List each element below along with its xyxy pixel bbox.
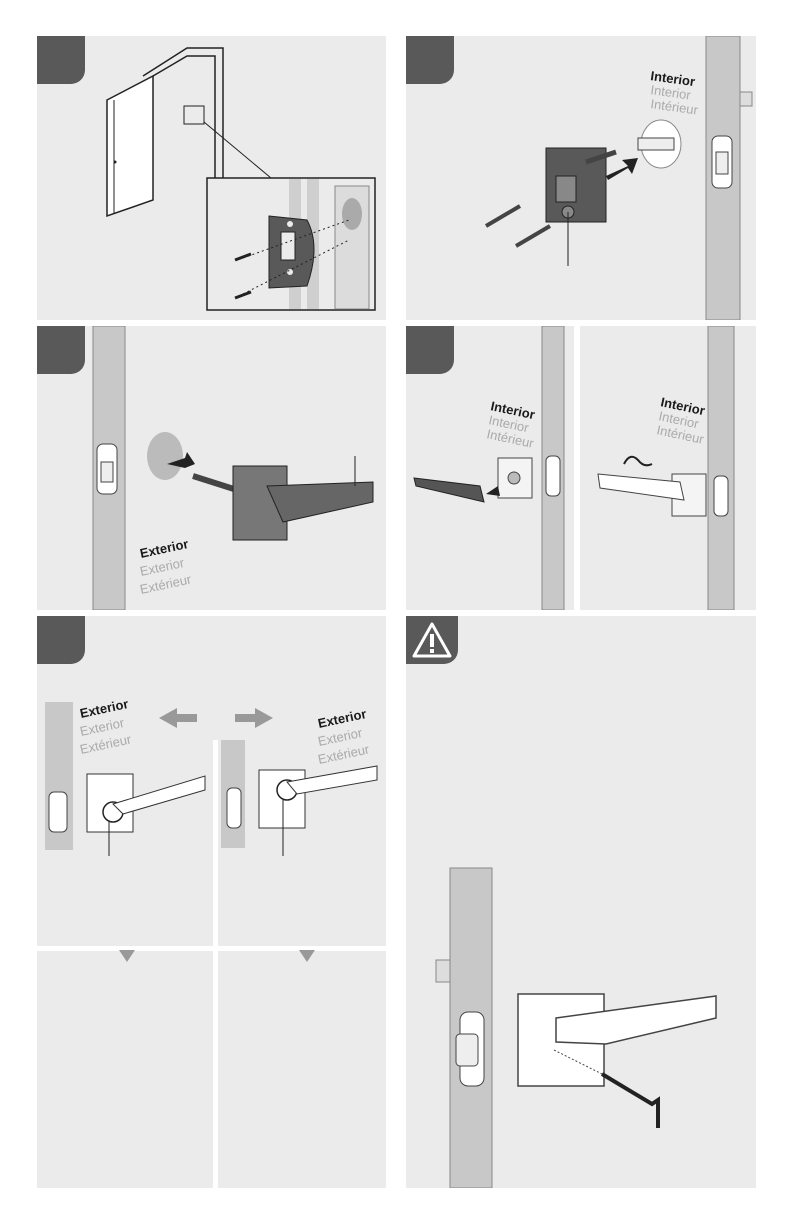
arrow-left-icon bbox=[159, 708, 197, 728]
arrow-down-icon bbox=[119, 950, 135, 962]
interior-rose-illustration: Interior Interior Intérieur bbox=[406, 36, 756, 320]
exterior-lever-illustration: Exterior Exterior Extérieur bbox=[37, 326, 386, 610]
step-3-panel: Exterior Exterior Extérieur bbox=[37, 326, 386, 610]
interior-label-4b-fr: Intérieur bbox=[655, 422, 705, 447]
strike-plate-illustration bbox=[37, 36, 386, 320]
step-2-panel: Interior Interior Intérieur bbox=[406, 36, 756, 320]
handing-illustration: Exterior Exterior Extérieur Exterior Ext… bbox=[37, 616, 386, 1188]
interior-label-4a-fr: Intérieur bbox=[485, 426, 535, 451]
step-4b-panel: Interior Interior Intérieur bbox=[580, 326, 756, 610]
step-4a-panel: Interior Interior Intérieur bbox=[406, 326, 574, 610]
allen-key-icon bbox=[602, 1074, 658, 1128]
interior-lever-secured-illustration: Interior Interior Intérieur bbox=[580, 326, 756, 610]
step-5-panel: Exterior Exterior Extérieur Exterior Ext… bbox=[37, 616, 386, 1188]
warning-panel bbox=[406, 616, 756, 1188]
warning-icon bbox=[414, 624, 450, 656]
interior-lever-attach-illustration: Interior Interior Intérieur bbox=[406, 326, 574, 610]
arrow-right-icon bbox=[235, 708, 273, 728]
interior-label-fr: Intérieur bbox=[650, 96, 700, 118]
arrow-down-icon bbox=[299, 950, 315, 962]
warning-illustration bbox=[406, 616, 756, 1188]
step-1-panel bbox=[37, 36, 386, 320]
